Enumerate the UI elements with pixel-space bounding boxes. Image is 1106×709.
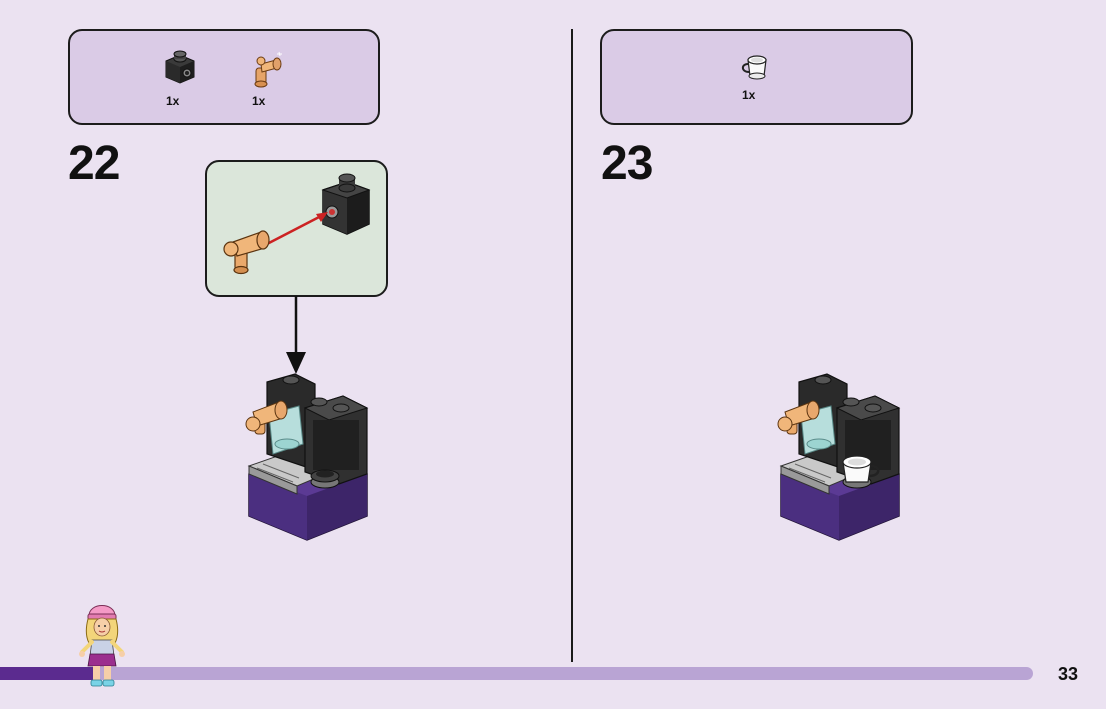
minifigure-mascot-icon	[79, 605, 125, 687]
coffee-machine-model-step-23	[777, 373, 901, 541]
step-divider	[571, 29, 573, 662]
white-cup-icon	[741, 55, 767, 80]
coffee-machine-model-step-22	[245, 373, 369, 541]
down-arrow	[286, 296, 306, 374]
callout-assembly-illustration	[223, 173, 371, 275]
part-quantity: 1x	[742, 88, 756, 102]
tan-tap-piece-icon	[254, 51, 282, 88]
step-number: 22	[68, 137, 120, 190]
step-number: 23	[601, 137, 653, 190]
part-quantity: 1x	[252, 94, 266, 108]
progress-bar-fill	[0, 667, 96, 680]
progress-bar	[0, 667, 1033, 680]
part-quantity: 1x	[166, 94, 180, 108]
step-22-parts-box	[68, 29, 380, 125]
black-brick-1x1-icon	[165, 50, 195, 84]
page-number: 33	[1057, 664, 1078, 684]
